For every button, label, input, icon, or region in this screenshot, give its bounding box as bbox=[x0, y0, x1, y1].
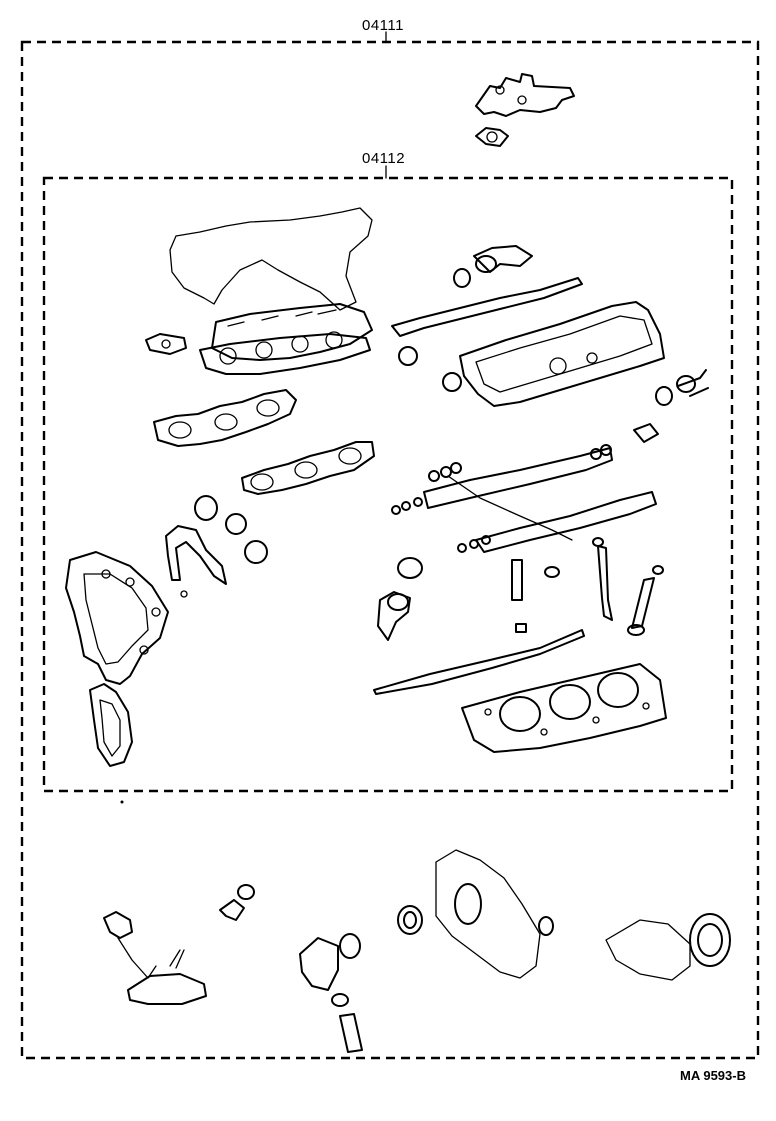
cylinder-head-cover-gasket bbox=[459, 301, 709, 407]
outer-kit-part-number: 04111 bbox=[362, 17, 404, 34]
diagram-reference-code: MA 9593-B bbox=[680, 1068, 746, 1083]
outer-kit-boundary bbox=[20, 31, 760, 1060]
timing-cover-gaskets bbox=[65, 495, 268, 767]
inner-kit-boundary bbox=[42, 165, 734, 793]
fuel-injection-seals bbox=[391, 423, 664, 636]
inner-kit-part-number: 04112 bbox=[362, 150, 406, 167]
oil-pump-strainer-gasket bbox=[103, 911, 207, 1005]
exhaust-manifold-gaskets bbox=[153, 389, 375, 495]
throttle-body-gaskets bbox=[391, 245, 583, 392]
crankshaft-rear-seal bbox=[605, 913, 731, 981]
cylinder-head-gasket bbox=[373, 629, 667, 753]
water-outlet-gasket-set bbox=[475, 73, 575, 147]
oil-seals-bottom bbox=[219, 884, 363, 1053]
water-inlet-gasket bbox=[377, 557, 423, 641]
rear-oil-seal-retainer bbox=[397, 849, 554, 979]
intake-manifold-gaskets bbox=[145, 207, 373, 375]
